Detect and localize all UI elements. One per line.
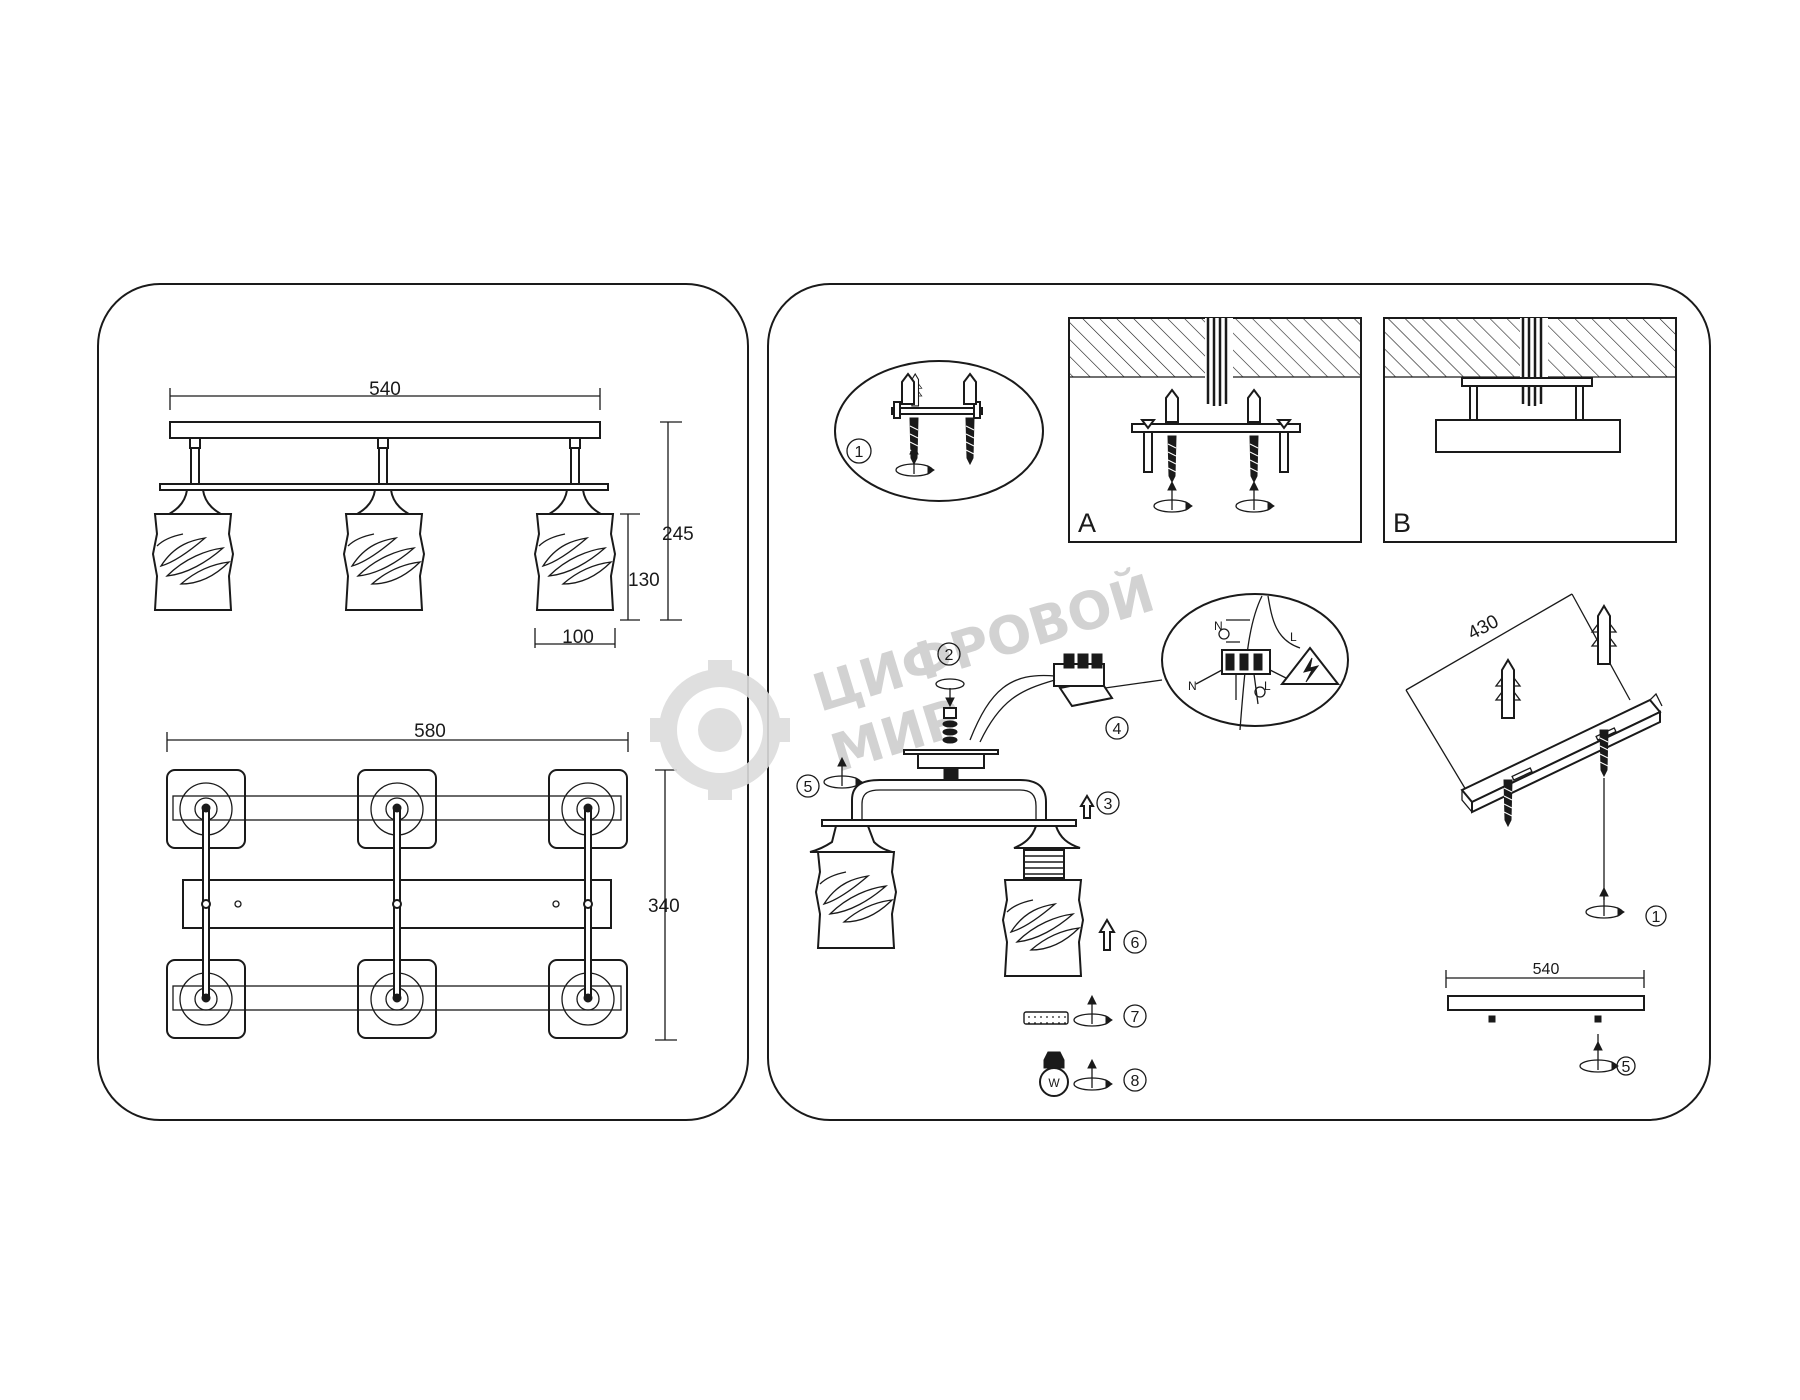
top-view-drawing: [166, 732, 677, 1041]
step5-label: 5: [804, 779, 813, 796]
bracket-step1-label: 1: [1652, 909, 1661, 926]
bracket-step1-circle: [1645, 905, 1667, 927]
bulb-letter: W: [1048, 1076, 1060, 1090]
step8-circle: [1123, 1068, 1147, 1092]
dim-bracket-length: 430: [1464, 611, 1502, 644]
step4-circle: [1105, 716, 1129, 740]
wiring-callout: [1104, 593, 1349, 731]
step2-circle: [937, 642, 961, 666]
step2-label: 2: [945, 647, 954, 664]
wire-l-upper: L: [1290, 630, 1297, 644]
dim-shade-width: 100: [562, 627, 594, 648]
dim-top-width: 580: [414, 721, 446, 742]
step7-circle: [1123, 1004, 1147, 1028]
wire-n-lower: N: [1188, 679, 1197, 693]
dim-shade-height: 130: [628, 570, 660, 591]
step7-label: 7: [1131, 1009, 1140, 1026]
step6-label: 6: [1131, 935, 1140, 952]
dim-total-height: 245: [662, 524, 694, 545]
step1-anchors-detail: [834, 360, 1044, 502]
detail-a-ceiling-mount: [1068, 317, 1362, 543]
dim-top-depth: 340: [648, 896, 680, 917]
step4-label: 4: [1113, 721, 1122, 738]
bar-step5-label: 5: [1622, 1059, 1631, 1076]
mounting-bracket-drawing: [1405, 593, 1663, 919]
bar-step5-circle: [1616, 1056, 1636, 1076]
dim-bar-length: 540: [1533, 961, 1560, 978]
dim-side-width: 540: [369, 379, 401, 400]
step3-label: 3: [1104, 796, 1113, 813]
step5-circle: [796, 774, 820, 798]
ceiling-bar-drawing: [1445, 970, 1645, 1073]
detail-b-mounted-base: [1383, 317, 1677, 543]
step3-circle: [1096, 791, 1120, 815]
side-view-drawing: [152, 388, 682, 648]
watermark-gear-icon: [650, 660, 790, 800]
main-assembly-drawing: [809, 653, 1116, 1097]
wire-l-lower: L: [1264, 679, 1271, 693]
watermark-line1: ЦИФРОВОЙ: [806, 563, 1161, 725]
step6-circle: [1123, 930, 1147, 954]
step8-label: 8: [1131, 1073, 1140, 1090]
detail-b-label: B: [1393, 508, 1411, 538]
wire-n-upper: N: [1214, 619, 1223, 633]
detail-a-label: A: [1078, 508, 1096, 538]
step1-label: 1: [855, 444, 864, 461]
dimensions-panel: [97, 283, 749, 1121]
